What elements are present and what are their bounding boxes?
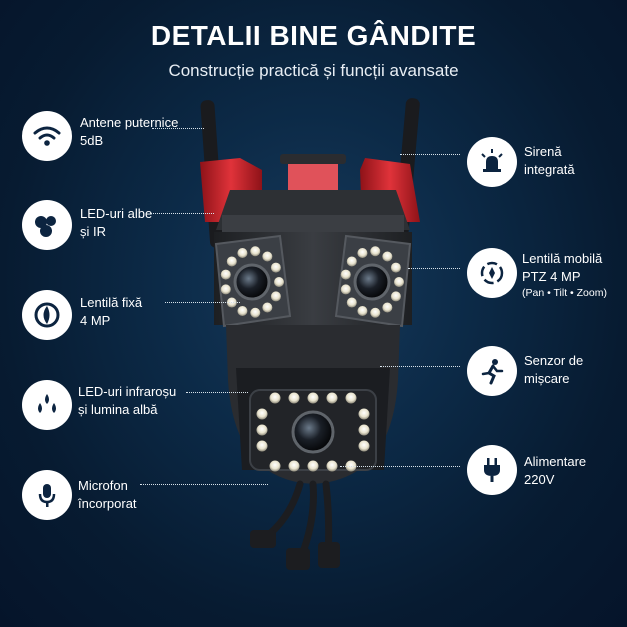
led-dot <box>394 277 404 287</box>
led-dot <box>358 408 370 420</box>
led-dot <box>288 392 300 404</box>
led-dot <box>226 256 237 267</box>
led-dot <box>269 460 281 472</box>
page-subtitle: Construcție practică și funcții avansate <box>168 61 459 80</box>
connector-ir-led <box>186 392 248 393</box>
led-icon <box>22 200 72 250</box>
siren-icon <box>467 137 517 187</box>
motion-icon <box>467 346 517 396</box>
led-dot <box>250 307 261 318</box>
microphone-icon <box>22 470 72 520</box>
led-dot <box>256 424 268 436</box>
led-dot <box>237 305 248 316</box>
connector-power <box>340 466 460 467</box>
connector-siren <box>400 154 460 155</box>
led-dot <box>307 392 319 404</box>
led-dot <box>357 305 368 316</box>
led-dot <box>370 246 381 257</box>
plug-icon <box>467 445 517 495</box>
led-dot <box>256 408 268 420</box>
upper-led-ring <box>220 246 404 318</box>
led-dot <box>345 392 357 404</box>
led-dot <box>357 248 368 259</box>
led-dot <box>250 246 261 257</box>
led-dot <box>262 302 273 313</box>
led-dot <box>326 392 338 404</box>
connector-ptz <box>408 268 460 269</box>
led-dot <box>340 284 351 295</box>
led-dot <box>340 269 351 280</box>
drops-icon <box>22 380 72 430</box>
connector-fixed-lens <box>165 302 240 303</box>
led-dot <box>370 307 381 318</box>
led-dot <box>307 460 319 472</box>
led-dot <box>358 424 370 436</box>
connector-led <box>150 213 214 214</box>
led-dot <box>390 291 401 302</box>
led-dot <box>237 248 248 259</box>
led-dot <box>270 291 281 302</box>
lower-led-ring <box>256 392 370 472</box>
led-dot <box>220 269 231 280</box>
connector-microphone <box>140 484 268 485</box>
lens-icon <box>22 290 72 340</box>
ptz-icon <box>467 248 517 298</box>
led-dot <box>262 251 273 262</box>
led-dot <box>269 392 281 404</box>
led-dot <box>288 460 300 472</box>
led-dot <box>256 440 268 452</box>
connector-antenna <box>152 128 204 129</box>
led-dot <box>274 277 284 287</box>
led-dot <box>390 262 401 273</box>
led-dot <box>326 460 338 472</box>
led-dot <box>270 262 281 273</box>
page-title: DETALII BINE GÂNDITE <box>150 20 477 51</box>
led-dot <box>382 302 393 313</box>
led-dot <box>220 284 231 295</box>
led-dot <box>346 256 357 267</box>
led-dot <box>346 297 357 308</box>
wifi-icon <box>22 111 72 161</box>
led-dot <box>358 440 370 452</box>
connector-motion <box>380 366 460 367</box>
led-dot <box>382 251 393 262</box>
